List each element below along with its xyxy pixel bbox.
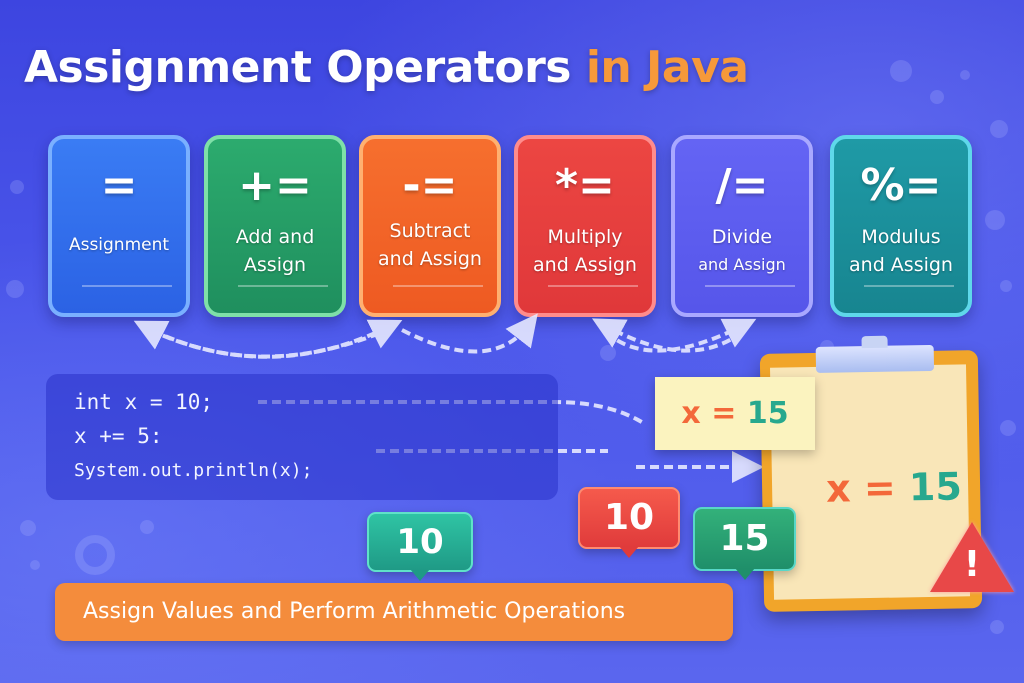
code-snippet: int x = 10; x += 5: System.out.println(x… — [46, 374, 558, 500]
operator-label: Subtract and Assign — [378, 220, 482, 270]
operator-card-assignment: = Assignment — [48, 135, 190, 317]
divider — [705, 285, 795, 287]
operator-label: Divide and Assign — [698, 226, 786, 274]
operator-card-add-assign: += Add and Assign — [204, 135, 346, 317]
divider — [864, 285, 954, 287]
page-title: Assignment Operators in Java — [24, 42, 749, 93]
multiply-equals-icon: *= — [555, 160, 615, 211]
subtitle-banner: Assign Values and Perform Arithmetic Ope… — [55, 583, 733, 641]
warning-icon — [930, 522, 1014, 592]
modulus-equals-icon: %= — [860, 160, 942, 211]
operator-card-modulus-assign: %= Modulus and Assign — [830, 135, 972, 317]
clipboard-result: x = 15 — [825, 464, 963, 511]
value-bubble-green: 15 — [693, 507, 796, 580]
divider — [238, 285, 328, 287]
warning-mark: ! — [963, 544, 981, 585]
value-bubble-red: 10 — [578, 487, 680, 558]
operator-label: Multiply and Assign — [533, 226, 637, 276]
operator-label: Modulus and Assign — [849, 226, 953, 276]
operator-card-subtract-assign: -= Subtract and Assign — [359, 135, 501, 317]
code-line-print: System.out.println(x); — [74, 460, 313, 481]
title-main: Assignment Operators — [24, 42, 571, 93]
operator-label: Assignment — [68, 235, 170, 255]
divider — [393, 285, 483, 287]
value-bubble-teal: 10 — [367, 512, 473, 581]
clipboard-clamp — [815, 335, 935, 373]
divider — [82, 285, 172, 287]
divider — [548, 285, 638, 287]
operator-card-multiply-assign: *= Multiply and Assign — [514, 135, 656, 317]
divide-equals-icon: /= — [715, 160, 769, 211]
result-note: x = 15 — [655, 377, 815, 450]
plus-equals-icon: += — [238, 160, 312, 211]
operator-label: Add and Assign — [235, 226, 315, 276]
title-accent: in Java — [585, 42, 749, 93]
operator-card-divide-assign: /= Divide and Assign — [671, 135, 813, 317]
code-line-add-assign: x += 5: — [74, 424, 163, 448]
minus-equals-icon: -= — [402, 160, 458, 211]
code-line-declaration: int x = 10; — [74, 390, 214, 414]
equals-icon: = — [100, 160, 138, 211]
